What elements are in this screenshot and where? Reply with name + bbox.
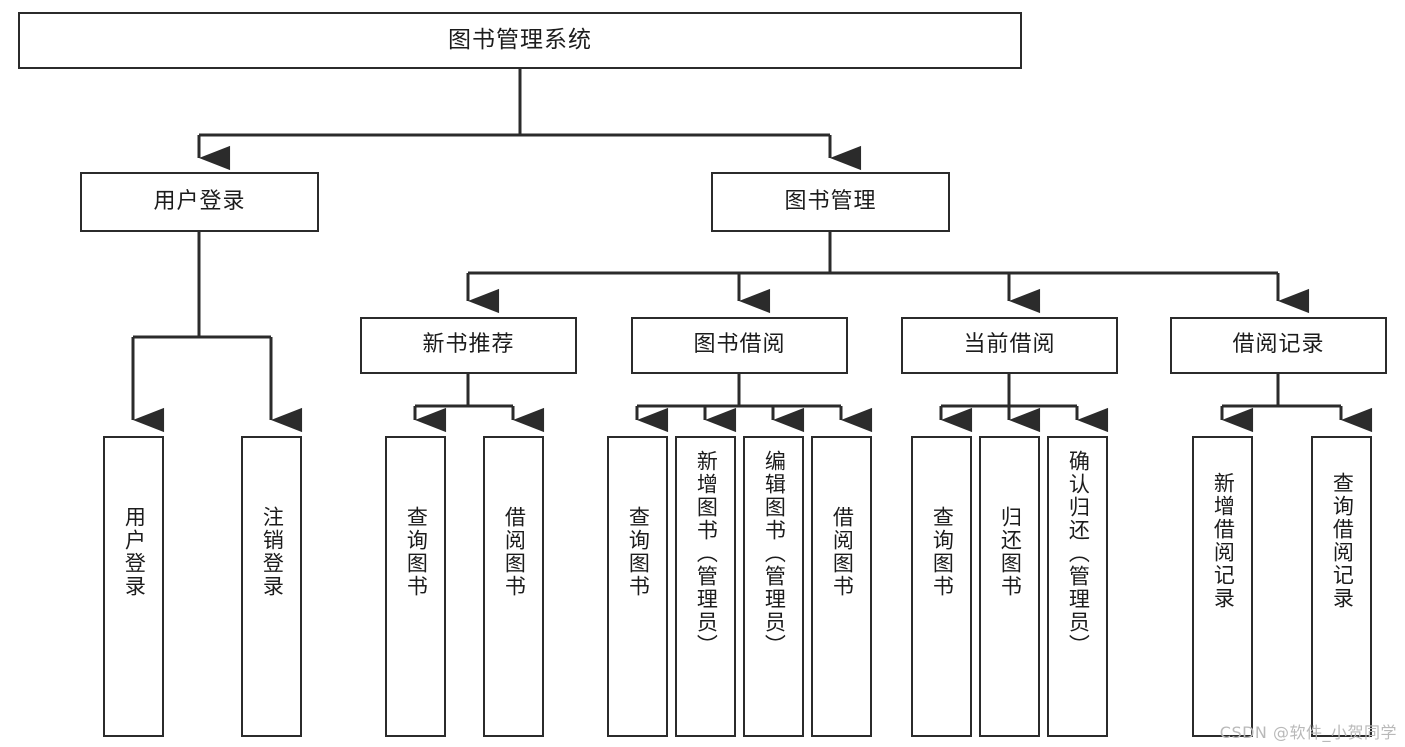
leaf-new-book-borrow-book[interactable]: 借阅图书: [483, 436, 544, 737]
leaf-label: 归还图书: [998, 506, 1023, 598]
leaf-label: 编辑图书（管理员）: [762, 450, 787, 657]
node-label: 当前借阅: [963, 332, 1056, 358]
leaf-label: 确认归还（管理员）: [1066, 450, 1091, 657]
leaf-label: 查询图书: [404, 506, 429, 598]
node-label: 图书管理系统: [448, 26, 592, 53]
leaf-user-login-signin[interactable]: 用户登录: [103, 436, 164, 737]
leaf-label: 查询图书: [930, 506, 955, 598]
node-root-book-management-system[interactable]: 图书管理系统: [18, 12, 1022, 69]
leaf-new-book-query-book[interactable]: 查询图书: [385, 436, 446, 737]
leaf-user-login-signout[interactable]: 注销登录: [241, 436, 302, 737]
node-label: 图书管理: [784, 188, 877, 214]
leaf-label: 借阅图书: [830, 506, 855, 598]
leaf-label: 查询借阅记录: [1330, 472, 1355, 610]
node-label: 新书推荐: [422, 332, 515, 358]
leaf-book-borrow-add-book-admin[interactable]: 新增图书（管理员）: [675, 436, 736, 737]
node-current-borrow[interactable]: 当前借阅: [901, 317, 1118, 374]
leaf-borrow-record-query-record[interactable]: 查询借阅记录: [1311, 436, 1372, 737]
watermark-text: CSDN @软件_小贺同学: [1219, 723, 1397, 742]
leaf-label: 注销登录: [260, 506, 285, 598]
leaf-label: 查询图书: [626, 506, 651, 598]
node-label: 图书借阅: [693, 332, 786, 358]
leaf-label: 用户登录: [122, 506, 147, 598]
node-borrow-record[interactable]: 借阅记录: [1170, 317, 1387, 374]
node-label: 用户登录: [153, 188, 246, 214]
leaf-current-borrow-return-book[interactable]: 归还图书: [979, 436, 1040, 737]
leaf-book-borrow-borrow-book[interactable]: 借阅图书: [811, 436, 872, 737]
node-book-borrow[interactable]: 图书借阅: [631, 317, 848, 374]
leaf-borrow-record-add-record[interactable]: 新增借阅记录: [1192, 436, 1253, 737]
node-book-management[interactable]: 图书管理: [711, 172, 950, 232]
node-label: 借阅记录: [1232, 332, 1325, 358]
leaf-book-borrow-query-book[interactable]: 查询图书: [607, 436, 668, 737]
leaf-label: 借阅图书: [502, 506, 527, 598]
leaf-label: 新增图书（管理员）: [694, 450, 719, 657]
node-user-login[interactable]: 用户登录: [80, 172, 319, 232]
leaf-label: 新增借阅记录: [1211, 472, 1236, 610]
node-new-book-recommend[interactable]: 新书推荐: [360, 317, 577, 374]
leaf-book-borrow-edit-book-admin[interactable]: 编辑图书（管理员）: [743, 436, 804, 737]
leaf-current-borrow-confirm-return-admin[interactable]: 确认归还（管理员）: [1047, 436, 1108, 737]
leaf-current-borrow-query-book[interactable]: 查询图书: [911, 436, 972, 737]
